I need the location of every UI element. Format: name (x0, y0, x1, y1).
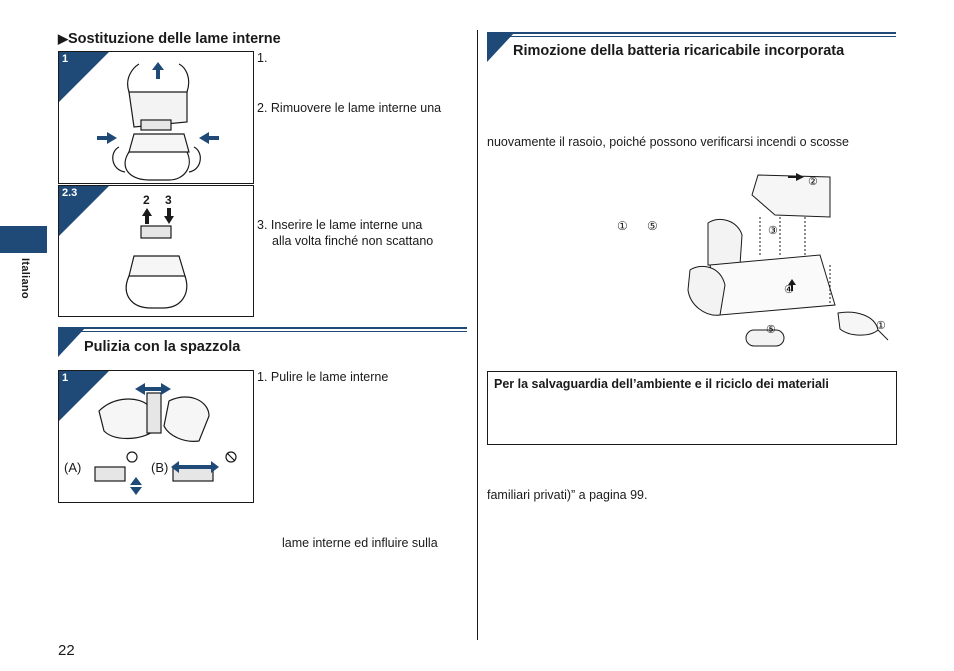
step-number-2: 2 (143, 193, 150, 207)
diagram-marker-3: ③ (768, 225, 778, 237)
side-language-label: Italiano (19, 258, 31, 299)
brush-trailing-text: lame interne ed influire sulla (282, 536, 438, 550)
section-rule-thin (58, 331, 467, 332)
step-2-text: 2. Rimuovere le lame interne una (257, 101, 442, 115)
section-rule (58, 327, 467, 329)
figure-insert-blades: 2.3 2 3 (58, 185, 254, 317)
triangle-bullet-icon: ▶ (58, 31, 68, 46)
figure-number: 1 (62, 53, 69, 65)
environment-note-box: Per la salvaguardia dell’ambiente e il r… (487, 371, 897, 445)
section-heading-battery-removal: Rimozione della batteria ricaricabile in… (513, 43, 845, 59)
section-rule-thin (487, 36, 896, 37)
step-number-3: 3 (165, 193, 172, 207)
figure-number: 1 (62, 372, 69, 384)
section-heading-brush-cleaning: Pulizia con la spazzola (84, 339, 241, 355)
step-3-text: 3. Inserire le lame interne una (257, 218, 423, 232)
page-number: 22 (58, 642, 75, 659)
step-3-text-cont: alla volta finché non scattano (272, 234, 434, 248)
battery-warning-text: nuovamente il rasoio, poiché possono ver… (487, 135, 849, 149)
marker-a: (A) (64, 460, 82, 475)
diagram-marker-4: ④ (784, 284, 794, 296)
range-start-marker: ① (617, 219, 628, 233)
figure-number: 2.3 (62, 187, 78, 199)
diagram-marker-5: ⑤ (766, 324, 776, 336)
shaver-insert-illustration (125, 208, 188, 309)
environment-note-title: Per la salvaguardia dell’ambiente e il r… (494, 377, 829, 391)
shaver-head-illustration (97, 62, 219, 181)
diagram-marker-1: ① (876, 320, 886, 332)
range-end-marker: ⑤ (647, 219, 658, 233)
column-divider (477, 30, 478, 640)
figure-corner-tab (59, 371, 109, 421)
diagram-marker-2: ② (808, 176, 818, 188)
marker-b: (B) (151, 460, 169, 475)
brush-illustration (94, 383, 237, 495)
figure-brush-cleaning: 1 (A) (B) (58, 370, 254, 503)
figure-corner-tab (59, 52, 109, 102)
section-heading-replace-blades: ▶Sostituzione delle lame interne (58, 31, 281, 47)
brush-step-1-text: 1. Pulire le lame interne (257, 370, 389, 384)
section-rule (487, 32, 896, 34)
battery-removal-diagram: ② ③ ④ ⑤ ① (687, 173, 889, 347)
figure-corner-tab (59, 186, 109, 236)
side-language-tab (0, 226, 47, 253)
section-corner-tab (487, 32, 515, 62)
disposal-reference-text: familiari privati)” a pagina 99. (487, 488, 648, 502)
section-corner-tab (58, 327, 86, 357)
step-1-text: 1. (257, 51, 268, 65)
figure-remove-blades: 1 (58, 51, 254, 184)
